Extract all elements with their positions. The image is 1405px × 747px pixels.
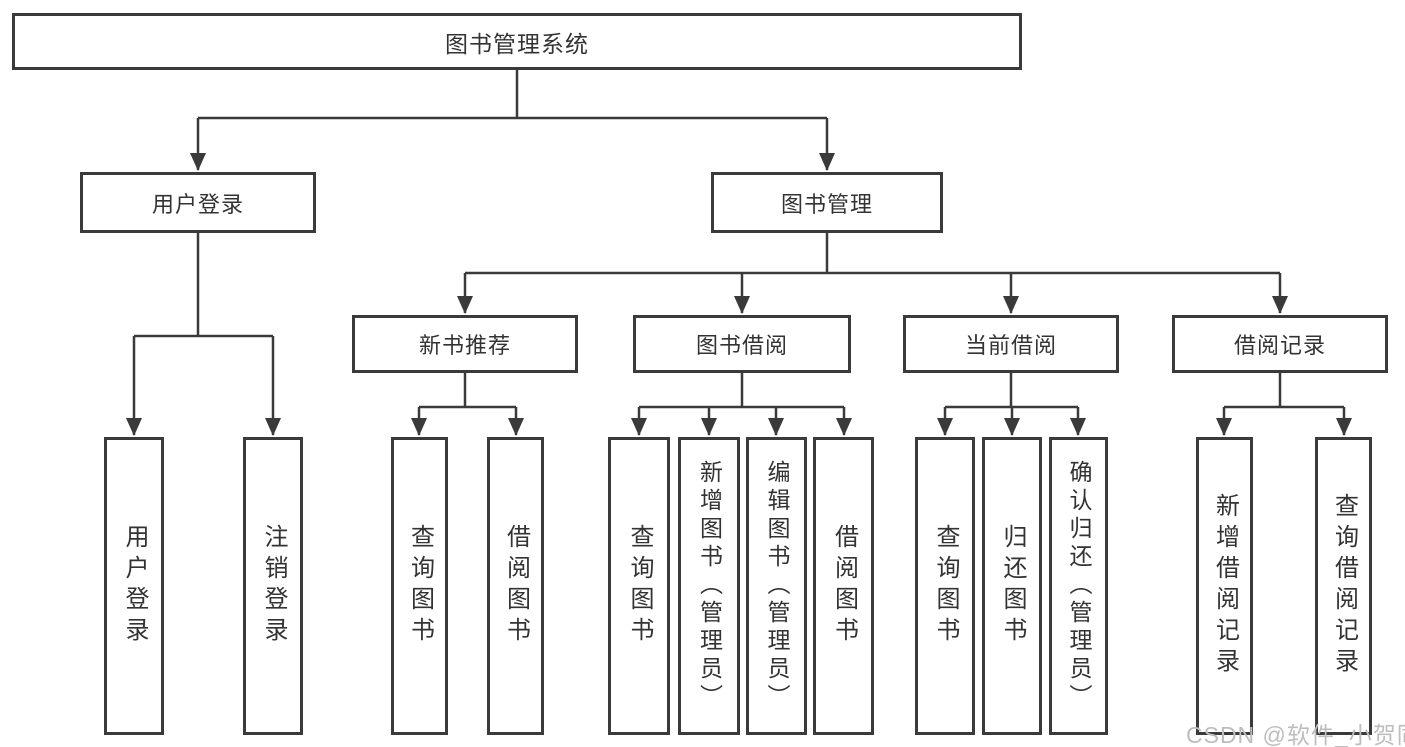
node-query-borrow-record: 查询借阅记录: [1315, 437, 1372, 735]
node-logout-action: 注销登录: [243, 437, 303, 735]
node-return-books: 归还图书: [982, 437, 1042, 735]
node-book-management: 图书管理: [711, 172, 943, 233]
node-root: 图书管理系统: [12, 13, 1022, 70]
node-borrow-books-recommend: 借阅图书: [487, 437, 544, 735]
node-query-books-borrow: 查询图书: [608, 437, 670, 735]
node-current-borrowing: 当前借阅: [903, 315, 1119, 373]
node-user-login-action: 用户登录: [104, 437, 164, 735]
node-edit-book-admin: 编辑图书（管理员）: [746, 437, 807, 735]
node-query-books-recommend: 查询图书: [391, 437, 448, 735]
node-confirm-return-admin: 确认归还（管理员）: [1049, 437, 1108, 735]
node-new-book-recommendation: 新书推荐: [352, 315, 578, 373]
node-borrowing-records: 借阅记录: [1172, 315, 1388, 373]
node-add-book-admin: 新增图书（管理员）: [678, 437, 740, 735]
node-borrow-books-borrow: 借阅图书: [813, 437, 874, 735]
node-query-books-current: 查询图书: [915, 437, 975, 735]
node-add-borrow-record: 新增借阅记录: [1196, 437, 1253, 735]
node-book-borrowing: 图书借阅: [633, 315, 851, 373]
node-user-login: 用户登录: [80, 172, 316, 233]
csdn-watermark: CSDN @软件_小贺同学: [1186, 722, 1405, 747]
